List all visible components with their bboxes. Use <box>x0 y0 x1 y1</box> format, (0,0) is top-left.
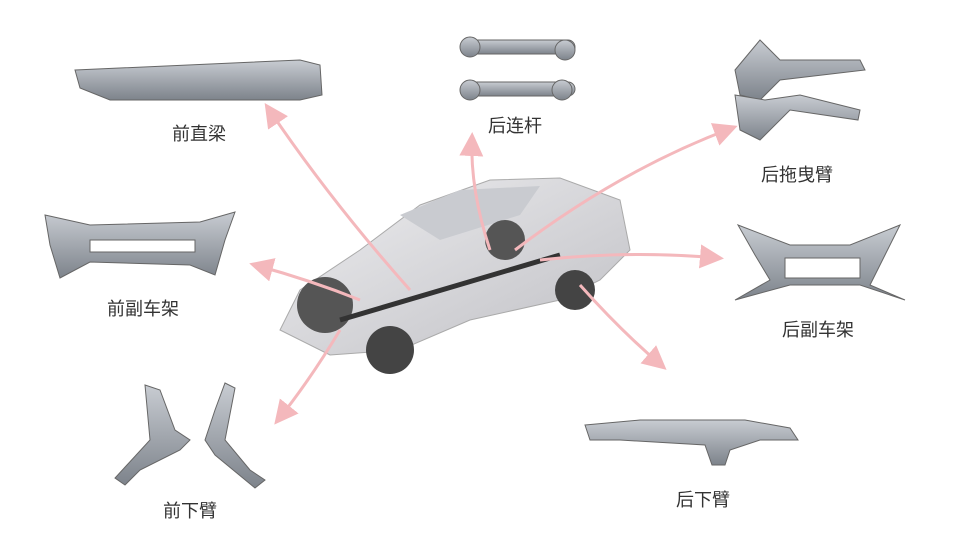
drive-shaft <box>339 252 561 323</box>
rear-lower-arm-part <box>584 419 799 466</box>
front-right-wheel <box>366 326 414 374</box>
arrows <box>249 103 738 425</box>
rear-left-wheel <box>485 220 525 260</box>
label-rear-lower-arm: 后下臂 <box>676 490 730 511</box>
label-rear-subframe: 后副车架 <box>782 320 854 341</box>
arrow-front-lower-arm <box>274 329 342 425</box>
label-front-cross-beam: 前直梁 <box>172 124 226 145</box>
front-cross-beam-part <box>74 59 323 101</box>
arrow-rear-link <box>459 132 492 251</box>
arrow-rear-lower-arm <box>578 284 667 370</box>
front-lower-arm-part <box>114 382 266 489</box>
label-rear-link: 后连杆 <box>488 116 542 137</box>
label-front-subframe: 前副车架 <box>107 299 179 320</box>
rear-link-part <box>459 36 576 101</box>
rear-right-wheel <box>555 270 595 310</box>
label-rear-trailing-arm: 后拖曳臂 <box>761 165 833 186</box>
rear-trailing-arm-part <box>734 39 866 141</box>
car-illustration <box>279 177 631 374</box>
arrow-front-cross-beam <box>264 103 412 291</box>
arrow-rear-subframe <box>539 244 724 269</box>
label-front-lower-arm: 前下臂 <box>163 501 217 522</box>
arrow-front-subframe <box>249 258 361 302</box>
rear-subframe-part <box>734 224 906 301</box>
arrow-rear-trailing-arm <box>514 123 738 252</box>
front-subframe-part <box>44 211 236 279</box>
